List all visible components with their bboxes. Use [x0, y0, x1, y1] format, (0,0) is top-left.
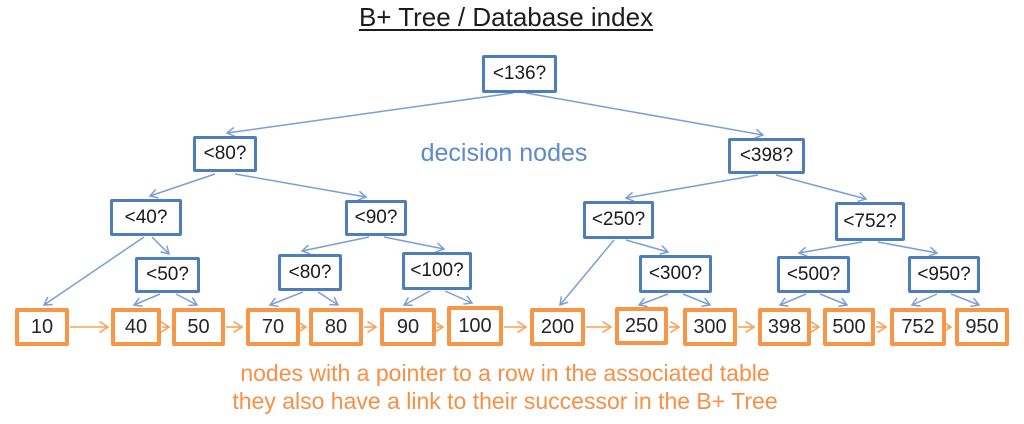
- decision-node-50: <50?: [135, 257, 200, 293]
- leaf-node-70: 70: [246, 308, 300, 346]
- leaf-node-50: 50: [172, 308, 225, 346]
- leaf-node-300: 300: [683, 308, 737, 346]
- leaf-node-80: 80: [309, 308, 363, 346]
- decision-node-100: <100?: [402, 252, 472, 290]
- leaf-node-100: 100: [447, 306, 503, 346]
- decision-node-500: <500?: [777, 256, 850, 293]
- page-title: B+ Tree / Database index: [358, 2, 654, 32]
- decision-node-136: <136?: [482, 55, 557, 93]
- leaf-node-250: 250: [615, 307, 668, 345]
- leaf-node-398: 398: [758, 308, 811, 346]
- decision-node-90: <90?: [345, 200, 407, 236]
- leaf-node-950: 950: [955, 308, 1009, 346]
- decision-node-950: <950?: [908, 256, 980, 293]
- leaf-node-10: 10: [15, 308, 69, 346]
- decision-node-40: <40?: [110, 199, 182, 236]
- leaf-caption-line1: nodes with a pointer to a row in the ass…: [240, 360, 770, 386]
- decision-node-80b: <80?: [278, 254, 342, 291]
- decision-node-250: <250?: [583, 201, 654, 239]
- leaf-node-90: 90: [380, 308, 436, 346]
- decision-node-300: <300?: [639, 255, 712, 293]
- leaf-node-500: 500: [823, 308, 875, 346]
- leaf-node-752: 752: [890, 308, 946, 346]
- leaf-node-200: 200: [530, 308, 585, 346]
- decision-node-398: <398?: [728, 138, 805, 174]
- decision-node-80: <80?: [193, 136, 257, 172]
- decision-nodes-annotation: decision nodes: [420, 139, 588, 167]
- leaf-caption-line2: they also have a link to their successor…: [232, 388, 778, 414]
- leaf-node-40: 40: [111, 308, 161, 346]
- decision-node-752: <752?: [835, 202, 905, 241]
